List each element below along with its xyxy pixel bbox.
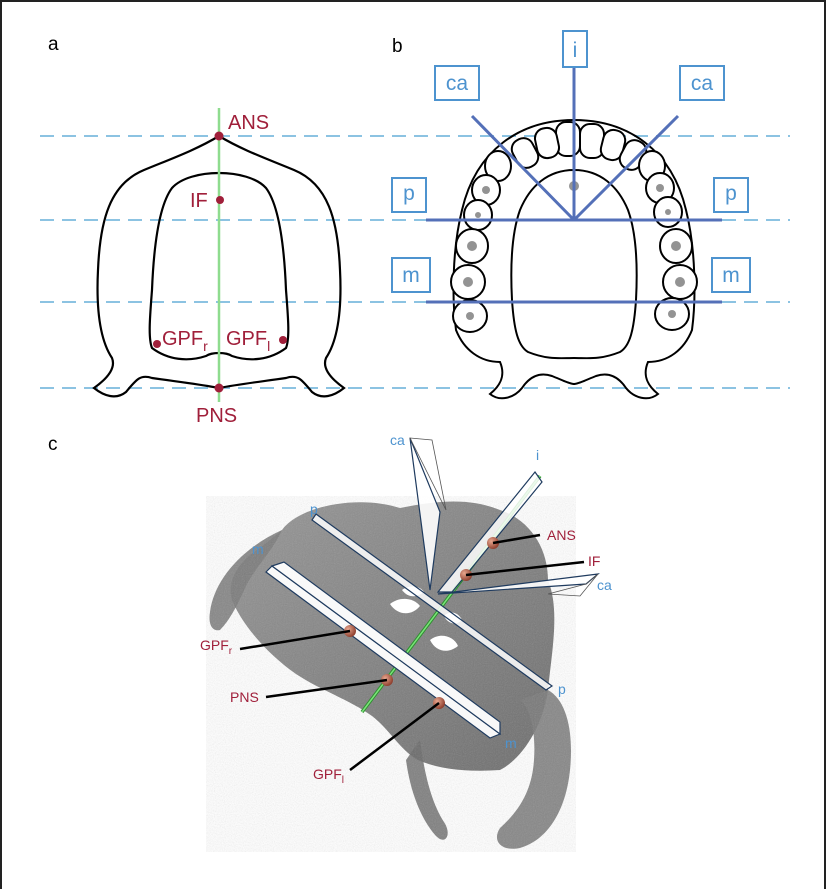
pns-label-3d: PNS xyxy=(230,689,259,705)
panel-c-render: ANS IF GPFr PNS GPFl ca i p m ca p m xyxy=(200,432,612,852)
panel-b-schematic: i ca ca p p m m xyxy=(392,31,750,398)
p-upper-label-3d: p xyxy=(310,501,318,517)
m-upper-label-3d: m xyxy=(252,541,264,557)
plane-label-boxes xyxy=(392,31,750,292)
panel-a-schematic: ANS IF PNS GPFr GPFl xyxy=(94,108,344,427)
tooth xyxy=(556,122,580,156)
pns-label: PNS xyxy=(196,405,237,427)
i-label-3d: i xyxy=(536,447,539,463)
gpf-l-point xyxy=(279,336,287,344)
gpf-r-label: GPFr xyxy=(162,328,208,354)
m-lower-label-3d: m xyxy=(505,735,517,751)
ans-label-3d: ANS xyxy=(547,527,576,543)
ca-right-label-3d: ca xyxy=(597,577,612,593)
ans-point xyxy=(215,132,224,141)
panel-label-a: a xyxy=(48,34,59,55)
if-label: IF xyxy=(190,190,208,212)
pns-point xyxy=(215,384,224,393)
gpf-r-point xyxy=(153,340,161,348)
p-lower-label-3d: p xyxy=(558,681,566,697)
label-i: i xyxy=(573,39,578,62)
label-p-left: p xyxy=(403,182,415,205)
panel-label-b: b xyxy=(392,36,403,57)
label-p-right: p xyxy=(725,182,737,205)
label-m-left: m xyxy=(402,264,420,287)
panel-label-c: c xyxy=(48,434,58,455)
ca-upper-label-3d: ca xyxy=(390,432,405,448)
gpf-l-label: GPFl xyxy=(226,328,270,354)
if-label-3d: IF xyxy=(588,553,600,569)
if-point xyxy=(216,196,224,204)
label-ca-right: ca xyxy=(691,72,714,95)
label-ca-left: ca xyxy=(446,72,469,95)
ans-label: ANS xyxy=(228,112,269,134)
label-m-right: m xyxy=(722,264,740,287)
